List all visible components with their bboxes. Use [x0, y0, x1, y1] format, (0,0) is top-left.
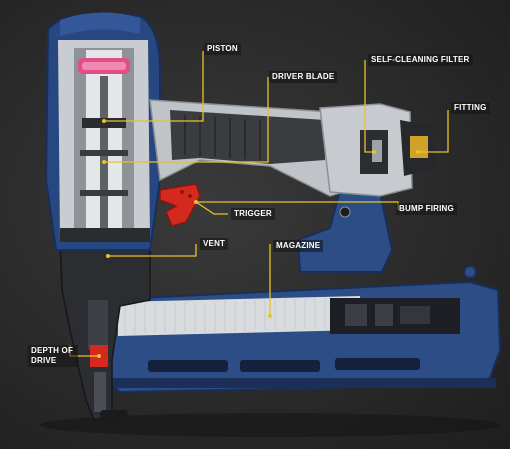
nose-assembly: [59, 239, 151, 421]
bump-firing-label: BUMP FIRING: [396, 203, 457, 215]
piston-label: PISTON: [204, 43, 241, 55]
driver-blade-label: DRIVER BLADE: [269, 71, 338, 83]
trigger-shape: [159, 183, 201, 227]
filter-leader: [364, 60, 374, 153]
trigger-leader: [195, 201, 228, 215]
self-cleaning-filter-label: SELF-CLEANING FILTER: [368, 54, 473, 66]
vent-label: VENT: [200, 238, 229, 250]
fitting-leader: [418, 110, 449, 153]
magazine-label: MAGAZINE: [273, 240, 324, 252]
magazine-assembly: [93, 265, 502, 394]
callout-dots: [97, 119, 420, 358]
fitting-label: FITTING: [451, 102, 490, 114]
callout-lines: [69, 51, 449, 357]
depth-of-drive-label: DEPTH OF DRIVE: [28, 345, 78, 367]
vent-leader: [108, 244, 197, 257]
driver-blade-leader: [104, 77, 269, 163]
piston-leader: [104, 51, 204, 122]
cylinder-housing: [44, 12, 161, 251]
trigger-label: TRIGGER: [231, 208, 275, 220]
handle-assembly: [149, 99, 351, 197]
rear-cap: [319, 103, 436, 218]
shadow: [40, 413, 500, 437]
